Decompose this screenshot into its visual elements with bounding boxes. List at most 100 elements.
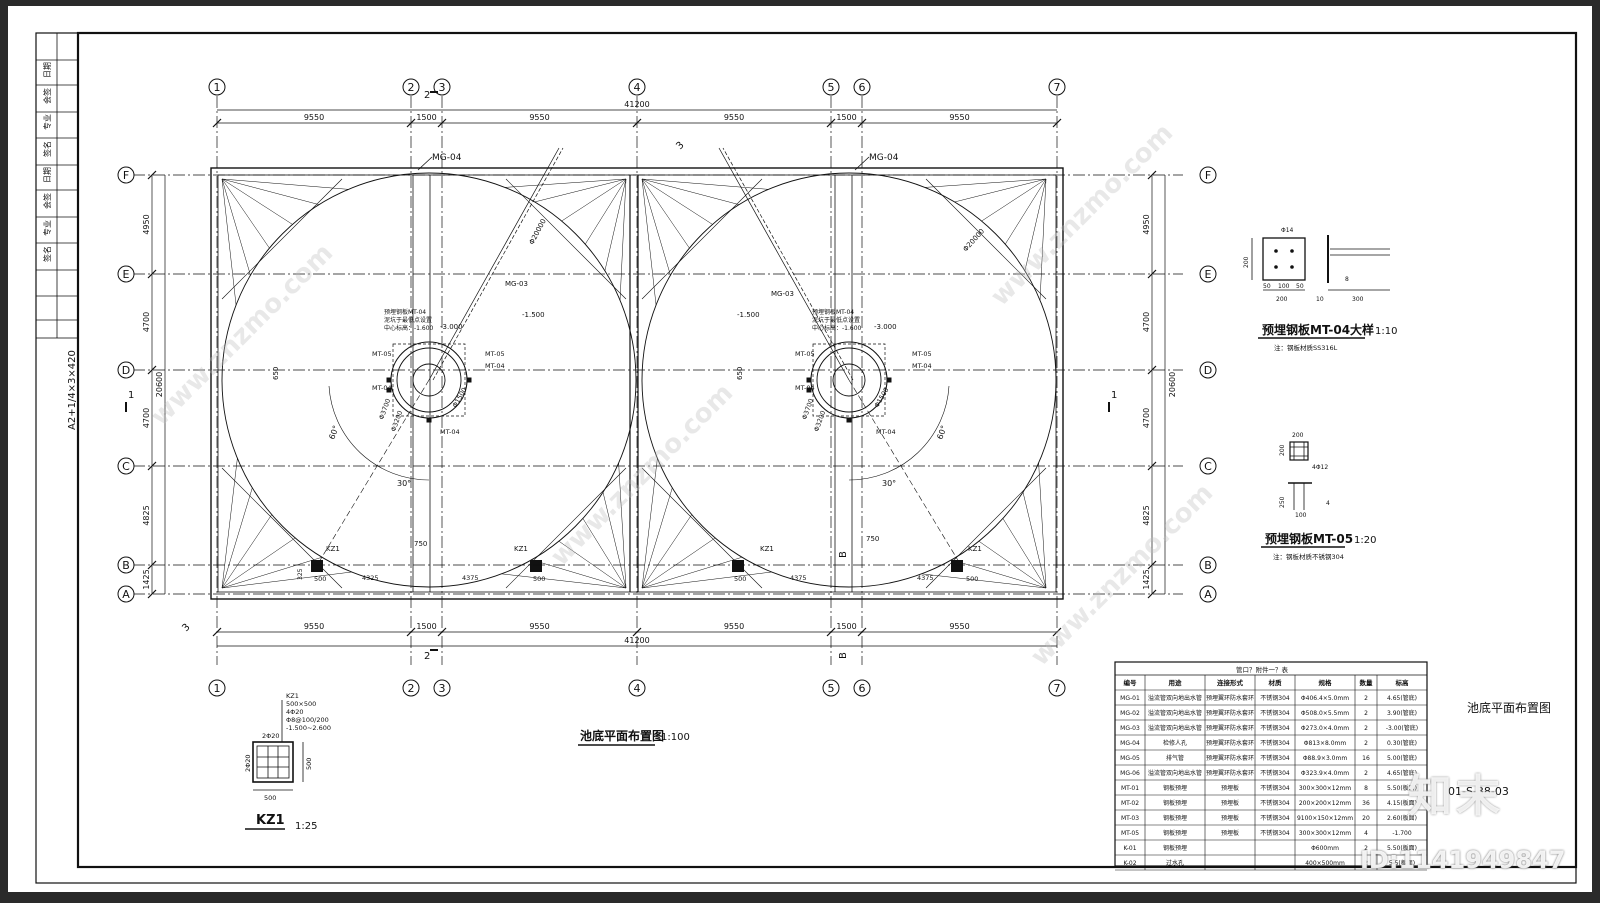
dim-tick-top-6 xyxy=(1052,118,1062,128)
table-header-2: 连接形式 xyxy=(1217,678,1244,687)
tank-wall-right xyxy=(641,172,1057,588)
grid-bubble-row-A-left xyxy=(117,585,135,603)
table-cell-12-0: K-02 xyxy=(1123,860,1136,867)
kz1-dim-bottom: 500 xyxy=(264,794,276,802)
watermark-id: ID:1141949847 xyxy=(1360,846,1566,874)
detail-mt05: 200 200 4Φ12 250 100 4 预埋钢板MT-05 1:20 注：… xyxy=(1261,432,1376,561)
table-cell-4-5: 2 xyxy=(1364,740,1368,747)
table-cell-1-5: 2 xyxy=(1364,695,1368,702)
mt04-title: 预埋钢板MT-04大样 xyxy=(1262,322,1374,337)
label-mt05-left-b: MT-05 xyxy=(485,350,505,358)
grid-bubble-col-5-bottom xyxy=(822,679,840,697)
kz1-dim-right: 500 xyxy=(305,758,313,770)
dim-right-3: 4825 xyxy=(1142,505,1151,525)
fan-line-right-2-1 xyxy=(641,556,743,589)
pipe-mg03-a-right xyxy=(718,147,850,381)
fan-line-left-3-2 xyxy=(582,518,627,589)
table-cell-9-1: 钢板预埋 xyxy=(1163,814,1187,822)
fan-line-left-2-3 xyxy=(221,514,272,589)
mt05-dim-4: 4 xyxy=(1326,500,1330,507)
sump-note-right-2: 泥坑于最低点设置 xyxy=(812,316,860,324)
drawing-number: 01-S-38-03 xyxy=(1448,785,1509,798)
table-cell-7-1: 钢板预埋 xyxy=(1163,784,1187,792)
paper xyxy=(8,6,1592,892)
dim-tick-top-0 xyxy=(212,118,222,128)
embed-plate-left-2 xyxy=(426,417,432,423)
dim-500-4: 500 xyxy=(966,575,978,583)
sump-ring-mid-right xyxy=(816,347,882,413)
mt04-dim-200v: 200 xyxy=(1243,256,1250,268)
kz1-spec-2: 500×500 xyxy=(286,700,316,708)
table-cell-9-5: 20 xyxy=(1362,815,1370,822)
fan-line-right-0-3 xyxy=(641,178,713,225)
kz1-dim-top: 2Φ20 xyxy=(262,732,280,740)
mt04-dim-200h: 200 xyxy=(1276,296,1288,303)
strip-label-4: 签名 xyxy=(42,141,52,157)
grid-bubble-col-1-bottom xyxy=(208,679,226,697)
grid-label-col-7-bottom: 7 xyxy=(1054,682,1061,695)
fan-line-left-0-1 xyxy=(221,178,251,276)
table-cell-5-5: 16 xyxy=(1362,755,1370,762)
dim-bottom-3: 9550 xyxy=(724,622,744,631)
grid-bubble-col-6-bottom xyxy=(853,679,871,697)
fan-line-left-3-3 xyxy=(558,540,627,589)
dim-bottom-1: 1500 xyxy=(416,622,436,631)
table-cell-11-6: 5.50(板面) xyxy=(1387,844,1417,852)
table-cell-2-4: Φ508.0×5.5mm xyxy=(1301,710,1349,717)
dim-left-4: 1425 xyxy=(142,569,151,589)
dim-650-right: 650 xyxy=(736,367,744,380)
grid-label-row-A-left: A xyxy=(122,588,130,601)
kz1-spec-4: Φ8@100/200 xyxy=(286,716,329,724)
dim-tick-bottom-5 xyxy=(857,627,867,637)
label-mt04-right-b: MT-04 xyxy=(912,362,932,370)
dim-500-1: 500 xyxy=(314,575,326,583)
table-cell-8-4: 200×200×12mm xyxy=(1299,800,1351,807)
dim-top-5: 9550 xyxy=(949,113,969,122)
table-cell-11-0: K-01 xyxy=(1123,845,1136,852)
table-cell-12-1: 过水孔 xyxy=(1166,859,1184,867)
sump-box-right xyxy=(812,343,886,417)
grid-bubble-col-5-top xyxy=(822,78,840,96)
elev-1500-right: -1.500 xyxy=(737,311,760,319)
table-title: 管口？附件一？表 xyxy=(1236,665,1289,674)
dim-tick-left-1 xyxy=(147,269,157,279)
embed-plate-left-1 xyxy=(466,377,472,383)
dim-tick-bottom-2 xyxy=(437,627,447,637)
grid-label-row-B-right: B xyxy=(1204,559,1212,572)
fan-line-right-2-5 xyxy=(641,458,658,589)
label-mt04-left-a: MT-04 xyxy=(372,384,392,392)
table-cell-9-2: 预埋板 xyxy=(1221,814,1239,822)
label-mg04-left: MG-04 xyxy=(432,153,462,163)
fan-line-left-2-1 xyxy=(221,556,323,589)
grid-label-col-5-top: 5 xyxy=(828,81,835,94)
dim-left-1: 4700 xyxy=(142,312,151,332)
tank-geometry xyxy=(221,147,1057,589)
label-kz1-1: KZ1 xyxy=(326,545,340,553)
table-cell-5-0: MG-05 xyxy=(1120,755,1140,762)
dim-total-top: 41200 xyxy=(624,100,649,109)
table-cell-7-5: 8 xyxy=(1364,785,1368,792)
grid-bubble-row-E-right xyxy=(1199,265,1217,283)
dim-tick-right-0 xyxy=(1147,170,1157,180)
sump-note-right-3: 中心标高：-1.600 xyxy=(812,324,862,332)
grid-label-col-1-bottom: 1 xyxy=(214,682,221,695)
dim-4325-left: 4325 xyxy=(362,574,379,582)
label-kz1-4: KZ1 xyxy=(968,545,982,553)
dim-750-right: 750 xyxy=(866,535,879,543)
fan-line-right-0-2 xyxy=(641,178,690,249)
dim-tick-right-1 xyxy=(1147,269,1157,279)
grid-label-row-F-left: F xyxy=(123,169,129,182)
elev-3000-left: -3.000 xyxy=(440,323,463,331)
table-cell-2-0: MG-02 xyxy=(1120,710,1140,717)
mt04-dim-10: 10 xyxy=(1316,296,1324,303)
section-1-right: 1 xyxy=(1111,390,1117,401)
dim-tick-right-3 xyxy=(1147,461,1157,471)
table-cell-5-3: 不锈钢304 xyxy=(1260,754,1290,762)
grid-label-row-B-left: B xyxy=(122,559,130,572)
table-cell-2-2: 预埋翼环防水套环 xyxy=(1206,709,1254,717)
fan-line-left-3-4 xyxy=(531,559,627,589)
angle-30-right: 30° xyxy=(882,479,896,488)
fan-arc-right-1 xyxy=(925,178,1047,300)
